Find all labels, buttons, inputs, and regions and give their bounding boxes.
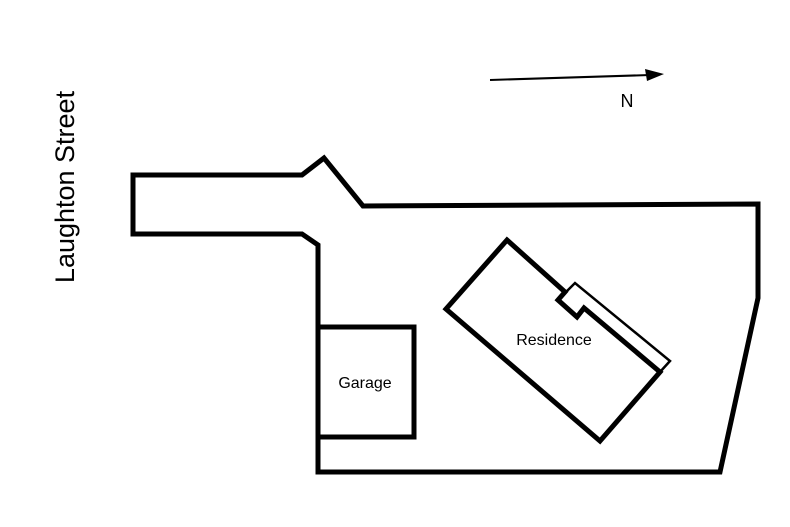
- lot-boundary: [130, 154, 761, 475]
- garage-label: Garage: [338, 375, 391, 392]
- garage: [315, 324, 417, 440]
- street-label: Laughton Street: [50, 90, 80, 283]
- arrow-head-icon: [645, 69, 664, 81]
- residence-label: Residence: [516, 332, 592, 349]
- residence-annex: [565, 281, 672, 373]
- residence: [442, 236, 664, 445]
- north-arrow: [489, 69, 664, 81]
- north-label: N: [621, 91, 634, 111]
